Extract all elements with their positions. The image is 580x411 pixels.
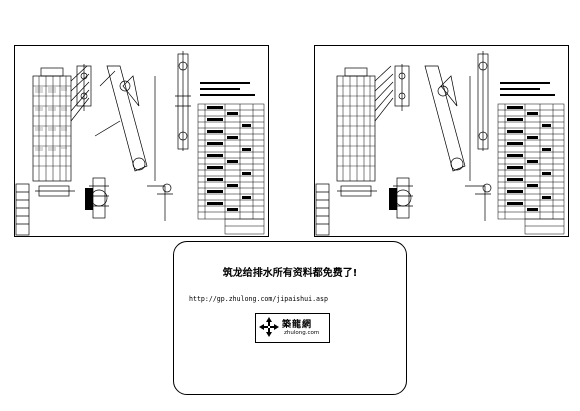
logo-subtext: zhulong.com: [284, 330, 320, 336]
logo-text: 築龍網: [282, 320, 313, 330]
four-arrows-icon: [259, 317, 279, 337]
drawing-right: [315, 51, 565, 236]
banner-title: 筑龙给排水所有资料都免费了!: [222, 268, 358, 279]
drawing-sheet-left: [14, 45, 269, 237]
banner-url[interactable]: http://gp.zhulong.com/jipaishui.asp: [189, 295, 328, 303]
drawing-left: [15, 51, 265, 236]
drawing-sheet-right: [314, 45, 569, 237]
parts-table: [197, 103, 265, 235]
zhulong-logo: 築龍網 zhulong.com: [255, 313, 330, 343]
screen-grid: [38, 76, 67, 181]
promo-banner: 筑龙给排水所有资料都免费了! http://gp.zhulong.com/jip…: [173, 241, 407, 395]
